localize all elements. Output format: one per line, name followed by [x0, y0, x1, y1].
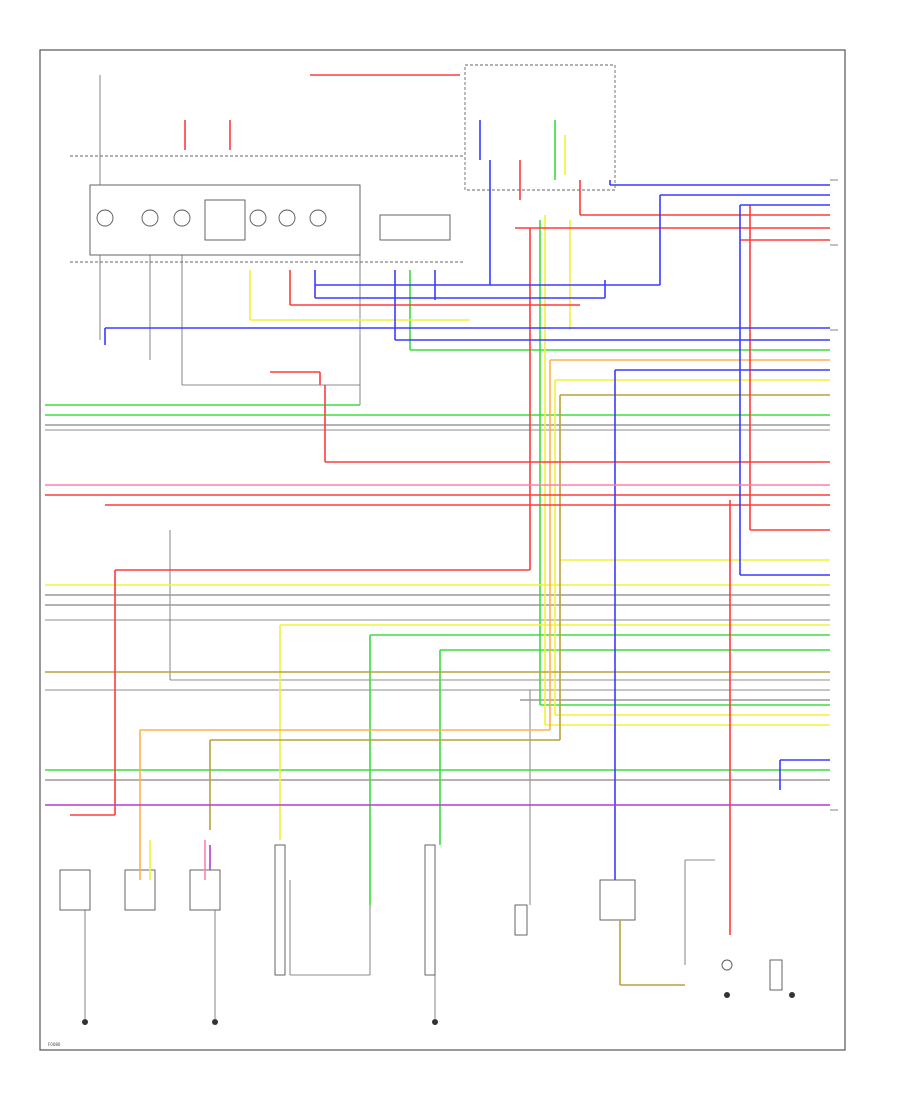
- pink-wires: [45, 484, 830, 880]
- right-connector-pins: [830, 179, 838, 811]
- fuse-block: [89, 184, 361, 256]
- red-wires: [45, 74, 830, 935]
- bottom-components: [59, 844, 783, 991]
- ground-symbols: [82, 992, 795, 1025]
- relay-unit: [379, 64, 616, 241]
- gray-wires: [45, 424, 830, 781]
- purple-wires: [45, 804, 830, 870]
- blue-wires: [104, 120, 830, 880]
- footer-code: F0080: [48, 1042, 61, 1047]
- diagram-border: [39, 49, 846, 1051]
- yellow-wires: [45, 135, 830, 880]
- olive-wires: [45, 394, 830, 986]
- green-wires: [45, 120, 830, 905]
